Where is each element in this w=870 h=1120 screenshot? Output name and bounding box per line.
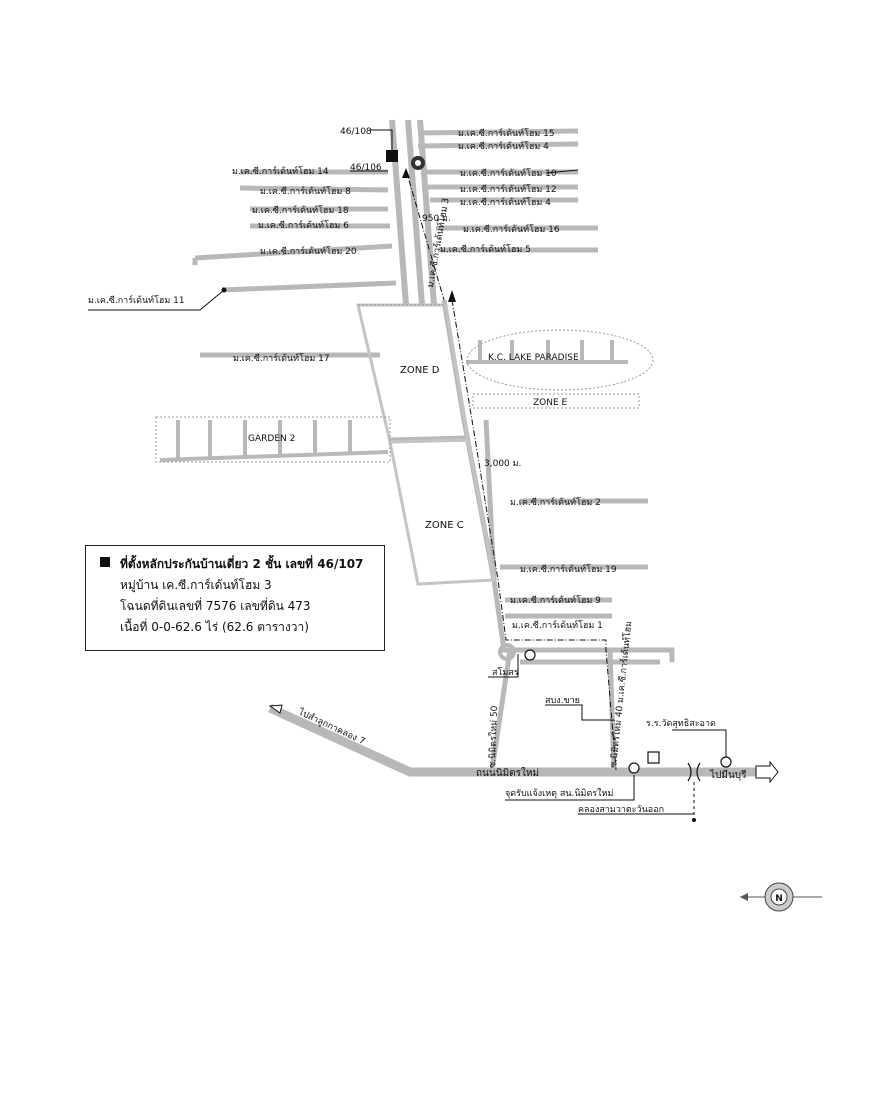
legend-line-1: ที่ตั้งหลักประกันบ้านเดี่ยว 2 ชั้น เลขที… — [120, 557, 364, 571]
south-roads — [489, 647, 675, 771]
label-46108: 46/108 — [340, 127, 372, 137]
label-h6: ม.เค.ซี.การ์เด้นท์โฮม 6 — [258, 219, 349, 231]
label-garden2: GARDEN 2 — [248, 434, 295, 444]
landmark-icon-center — [415, 160, 421, 166]
label-h12: ม.เค.ซี.การ์เด้นท์โฮม 12 — [460, 183, 557, 195]
leader-h11 — [88, 289, 225, 311]
compass-icon — [740, 882, 822, 912]
label-h4a: ม.เค.ซี.การ์เด้นท์โฮม 4 — [458, 140, 549, 152]
label-accident: จุดรับแจ้งเหตุ สน.นิมิตรใหม่ — [505, 788, 613, 799]
label-h19: ม.เค.ซี.การ์เด้นท์โฮม 19 — [520, 563, 617, 575]
label-school: ร.ร.วัดสุทธิสะอาด — [646, 718, 716, 729]
label-h18: ม.เค.ซี.การ์เด้นท์โฮม 18 — [252, 204, 349, 216]
label-police: สบง.ขาย — [545, 696, 580, 706]
leader-46108 — [370, 129, 393, 150]
label-h14: ม.เค.ซี.การ์เด้นท์โฮม 14 — [232, 165, 329, 177]
label-lake: K.C. LAKE PARADISE — [488, 353, 579, 363]
label-h9: ม.เค.ซี.การ์เด้นท์โฮม 9 — [510, 594, 601, 606]
label-h8: ม.เค.ซี.การ์เด้นท์โฮม 8 — [260, 185, 351, 197]
legend-line-4: เนื้อที่ 0-0-62.6 ไร่ (62.6 ตารางวา) — [120, 620, 309, 634]
roundabout — [498, 643, 516, 661]
lake-ellipse — [466, 329, 654, 391]
label-road-main: ถนนนิมิตรใหม่ — [476, 767, 539, 779]
label-46106: 46/106 — [350, 163, 382, 173]
compass-n-label: N — [775, 894, 783, 904]
leader-club — [488, 654, 519, 678]
label-3000: 3,000 ม. — [484, 459, 521, 469]
nimitmai-road — [268, 703, 770, 777]
label-soi50: ซ.นิมิตรใหม่ 50 — [487, 705, 500, 768]
school-marker-icon — [720, 756, 732, 768]
route-arrow-icon — [448, 290, 456, 302]
leader-police — [545, 704, 614, 721]
label-club: สโมสร — [492, 667, 519, 678]
label-h2: ม.เค.ซี.การ์เด้นท์โฮม 2 — [510, 496, 601, 508]
label-canal: คลองสามวาตะวันออก — [578, 805, 664, 815]
club-marker-icon — [524, 649, 536, 661]
leader-school — [672, 729, 727, 762]
legend-box: ที่ตั้งหลักประกันบ้านเดี่ยว 2 ชั้น เลขที… — [85, 545, 385, 651]
label-h1: ม.เค.ซี.การ์เด้นท์โฮม 1 — [512, 619, 603, 631]
legend-line-2: หมู่บ้าน เค.ซี.การ์เด้นท์โฮม 3 — [120, 578, 272, 592]
label-zone-d: ZONE D — [400, 365, 440, 376]
label-zone-c: ZONE C — [425, 520, 464, 531]
leader-h10 — [545, 169, 579, 174]
arrow-khlong7-icon — [268, 704, 283, 714]
square-marker-icon — [386, 150, 398, 162]
zone-c-area — [388, 438, 496, 586]
zone-e-area — [472, 393, 640, 409]
leader-accident — [505, 775, 635, 801]
right-branch-roads — [417, 128, 598, 253]
label-h16: ม.เค.ซี.การ์เด้นท์โฮม 16 — [463, 223, 560, 235]
label-h15: ม.เค.ซี.การ์เด้นท์โฮม 15 — [458, 127, 555, 139]
police-marker-icon — [628, 762, 640, 774]
label-h11: ม.เค.ซี.การ์เด้นท์โฮม 11 — [88, 294, 185, 306]
legend-line-3: โฉนดที่ดินเลขที่ 7576 เลขที่ดิน 473 — [120, 599, 311, 613]
zone-roads — [200, 352, 648, 619]
left-branch-roads — [192, 169, 397, 293]
route-soi3 — [405, 169, 445, 301]
route-arrow-icon — [402, 168, 410, 178]
label-h17: ม.เค.ซี.การ์เด้นท์โฮม 17 — [233, 352, 330, 364]
lake-paradise-roads — [466, 340, 628, 364]
label-h4b: ม.เค.ซี.การ์เด้นท์โฮม 4 — [460, 196, 551, 208]
bridge-icon — [687, 762, 701, 782]
label-zone-e: ZONE E — [533, 398, 568, 408]
route-main — [451, 299, 617, 771]
h11-dot — [221, 287, 227, 293]
label-h10: ม.เค.ซี.การ์เด้นท์โฮม 10 — [460, 167, 557, 179]
canal-dot — [692, 818, 696, 822]
label-h20: ม.เค.ซี.การ์เด้นท์โฮม 20 — [260, 245, 357, 257]
label-h5: ม.เค.ซี.การ์เด้นท์โฮม 5 — [440, 243, 531, 255]
square-marker-icon — [100, 557, 110, 567]
garden-2-area — [155, 416, 391, 463]
store-icon — [647, 751, 660, 764]
label-to-minburi: ไปมีนบุรี — [709, 769, 747, 781]
label-950: 950 ม. — [422, 214, 451, 224]
garden-2-roads — [159, 420, 389, 462]
arrow-minburi-icon — [755, 760, 779, 784]
